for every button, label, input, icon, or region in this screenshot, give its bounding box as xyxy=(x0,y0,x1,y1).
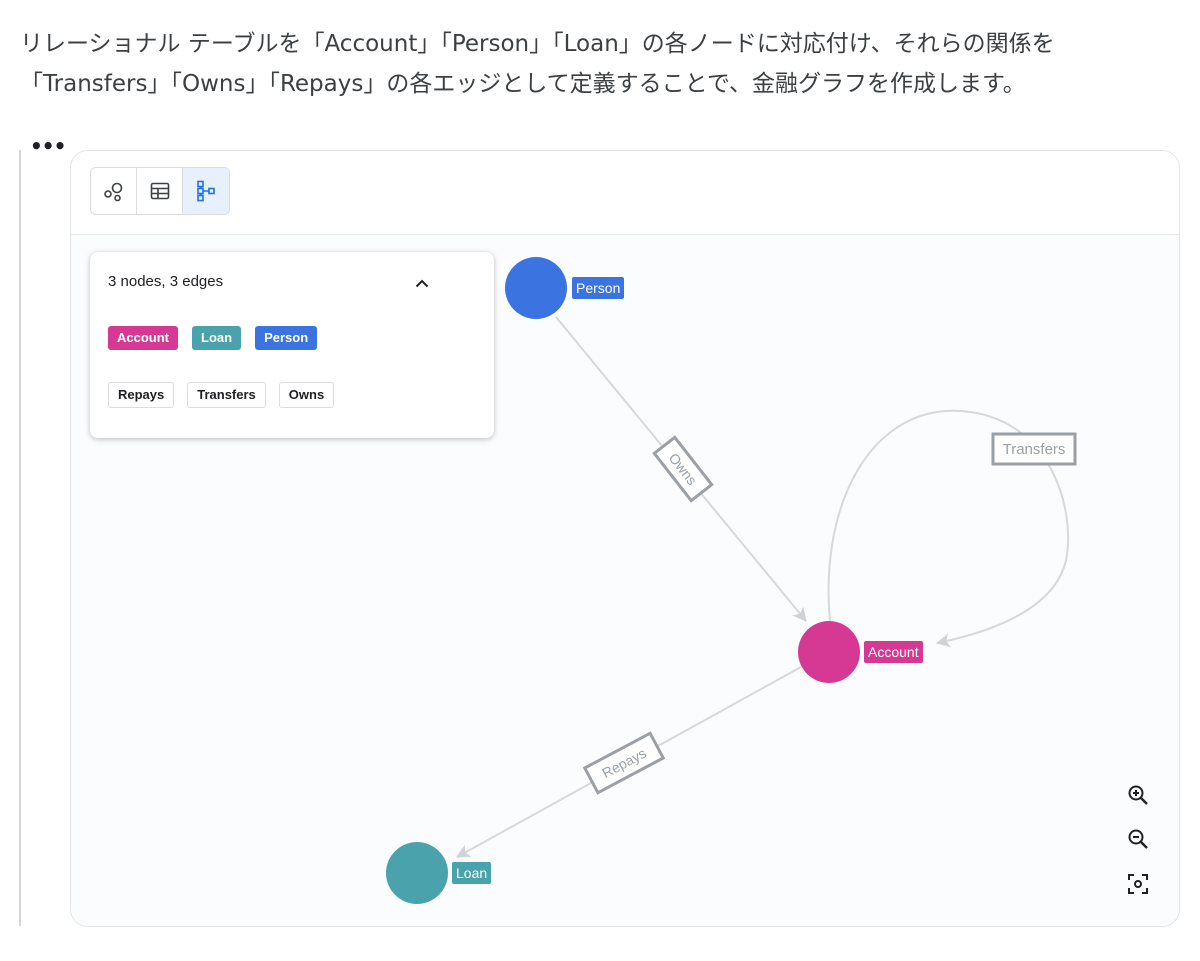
more-horizontal-icon[interactable]: ••• xyxy=(30,134,66,158)
view-toggle-group xyxy=(90,167,230,215)
zoom-out-button[interactable] xyxy=(1123,824,1153,854)
edge-label-owns[interactable]: Owns xyxy=(652,435,714,503)
graph-view-button[interactable] xyxy=(91,168,137,214)
fit-to-screen-icon xyxy=(1128,874,1148,894)
graph-view-icon xyxy=(103,182,122,202)
zoom-in-icon xyxy=(1128,785,1148,805)
cell-gutter xyxy=(19,150,21,926)
zoom-out-icon xyxy=(1128,829,1148,849)
fit-to-screen-button[interactable] xyxy=(1123,869,1153,899)
node-label-person: Person xyxy=(572,277,625,299)
view-toolbar xyxy=(71,151,1179,235)
table-view-icon xyxy=(150,182,169,200)
graph-edges: Owns Transfers Repays xyxy=(455,316,1077,858)
graph-visualization-card: Owns Transfers Repays Person Account Loa… xyxy=(70,150,1180,927)
edge-type-chip-transfers[interactable]: Transfers xyxy=(187,382,266,408)
graph-canvas[interactable]: Owns Transfers Repays Person Account Loa… xyxy=(71,235,1179,926)
node-type-chip-account[interactable]: Account xyxy=(108,326,178,350)
intro-line-1: リレーショナル テーブルを「Account」「Person」「Loan」の各ノー… xyxy=(20,31,1055,57)
intro-line-2: 「Transfers」「Owns」「Repays」の各エッジとして定義することで… xyxy=(20,71,1026,97)
schema-view-button[interactable] xyxy=(183,168,229,214)
chevron-up-icon xyxy=(415,279,429,288)
intro-text: リレーショナル テーブルを「Account」「Person」「Loan」の各ノー… xyxy=(20,24,1180,104)
graph-summary-title: 3 nodes, 3 edges xyxy=(108,273,224,290)
graph-summary-panel: 3 nodes, 3 edges Account Loan Person Rep… xyxy=(90,252,494,438)
node-loan[interactable] xyxy=(386,842,448,904)
node-type-chip-person[interactable]: Person xyxy=(255,326,318,350)
edge-type-chips: Repays Transfers Owns xyxy=(108,382,335,408)
edge-label-repays[interactable]: Repays xyxy=(582,731,666,795)
table-view-button[interactable] xyxy=(137,168,183,214)
edge-label-transfers[interactable]: Transfers xyxy=(991,432,1077,466)
node-person[interactable] xyxy=(505,257,567,319)
zoom-in-button[interactable] xyxy=(1123,780,1153,810)
node-type-chips: Account Loan Person xyxy=(108,326,318,350)
node-label-account: Account xyxy=(864,641,923,663)
collapse-panel-button[interactable] xyxy=(408,270,436,298)
edge-label-transfers-text: Transfers xyxy=(1003,441,1066,458)
node-type-chip-loan[interactable]: Loan xyxy=(192,326,242,350)
node-label-loan: Loan xyxy=(452,862,492,884)
edge-type-chip-repays[interactable]: Repays xyxy=(108,382,175,408)
node-account[interactable] xyxy=(798,621,860,683)
edge-type-chip-owns[interactable]: Owns xyxy=(278,382,335,408)
schema-view-icon xyxy=(197,180,215,202)
